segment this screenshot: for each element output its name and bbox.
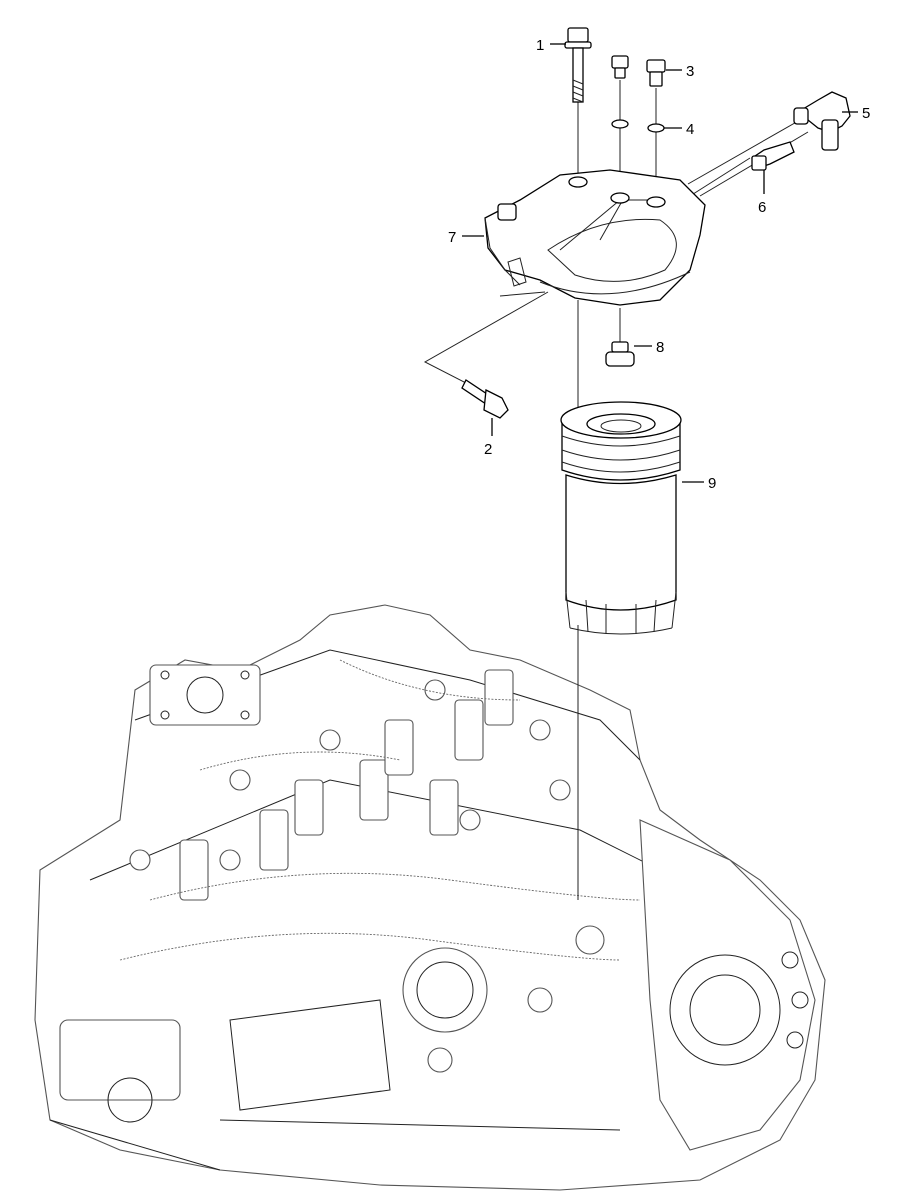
callout-7: 7: [448, 229, 456, 246]
callout-5: 5: [862, 105, 870, 122]
part-filter-head-bracket: [484, 169, 706, 306]
callout-9: 9: [708, 475, 716, 492]
part-elbow-connector: [793, 91, 851, 151]
part-straight-fitting: [751, 141, 795, 171]
part-bolt-side: [461, 379, 509, 419]
part-plug-small: [611, 55, 666, 87]
callout-labels: 1 2 3 4 5 6 7 8 9: [448, 37, 870, 492]
part-valve-plug: [605, 341, 635, 367]
part-filter-cartridge: [560, 401, 682, 635]
part-bolt-long: [564, 27, 592, 103]
callout-2: 2: [484, 441, 492, 458]
callout-pointers: [462, 43, 858, 483]
callout-3: 3: [686, 63, 694, 80]
callout-4: 4: [686, 121, 694, 138]
engine-block: [34, 604, 826, 1191]
callout-6: 6: [758, 199, 766, 216]
leader-lines: [423, 80, 809, 900]
callout-8: 8: [656, 339, 664, 356]
callout-1: 1: [536, 37, 544, 54]
